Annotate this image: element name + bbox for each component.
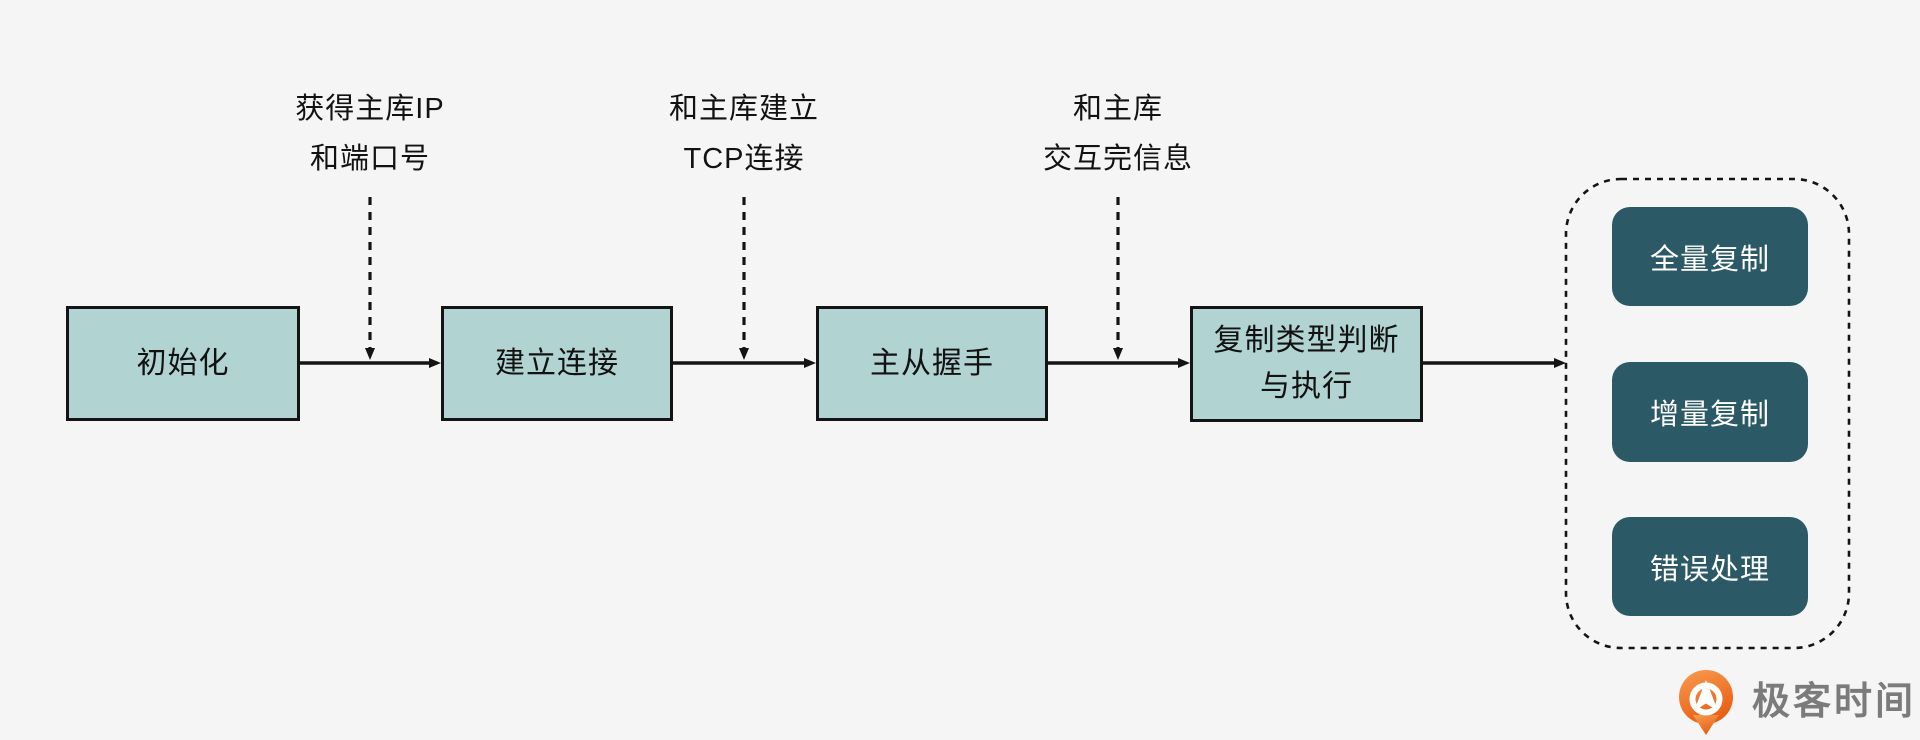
- annotation-establish-tcp: 和主库建立 TCP连接: [668, 93, 819, 175]
- outcomes-dashed-container: [1564, 177, 1851, 650]
- step-box-initialize: 初始化: [66, 306, 300, 421]
- outcome-box-incremental-replication: 增量复制: [1612, 362, 1808, 462]
- step-box-replication-type-decision: 复制类型判断 与执行: [1190, 306, 1423, 422]
- outcome-box-error-handling: 错误处理: [1612, 517, 1808, 616]
- outcome-box-full-replication: 全量复制: [1612, 207, 1808, 306]
- step-box-establish-connection: 建立连接: [441, 306, 673, 421]
- geektime-logo: 极客时间: [1674, 668, 1916, 736]
- annotation-finish-info-exchange: 和主库 交互完信息: [1042, 93, 1193, 175]
- step-box-master-slave-handshake: 主从握手: [816, 306, 1048, 421]
- geektime-logo-text: 极客时间: [1752, 681, 1917, 723]
- geektime-logo-icon: [1679, 670, 1733, 735]
- annotation-get-master-ip-port: 获得主库IP 和端口号: [295, 93, 445, 175]
